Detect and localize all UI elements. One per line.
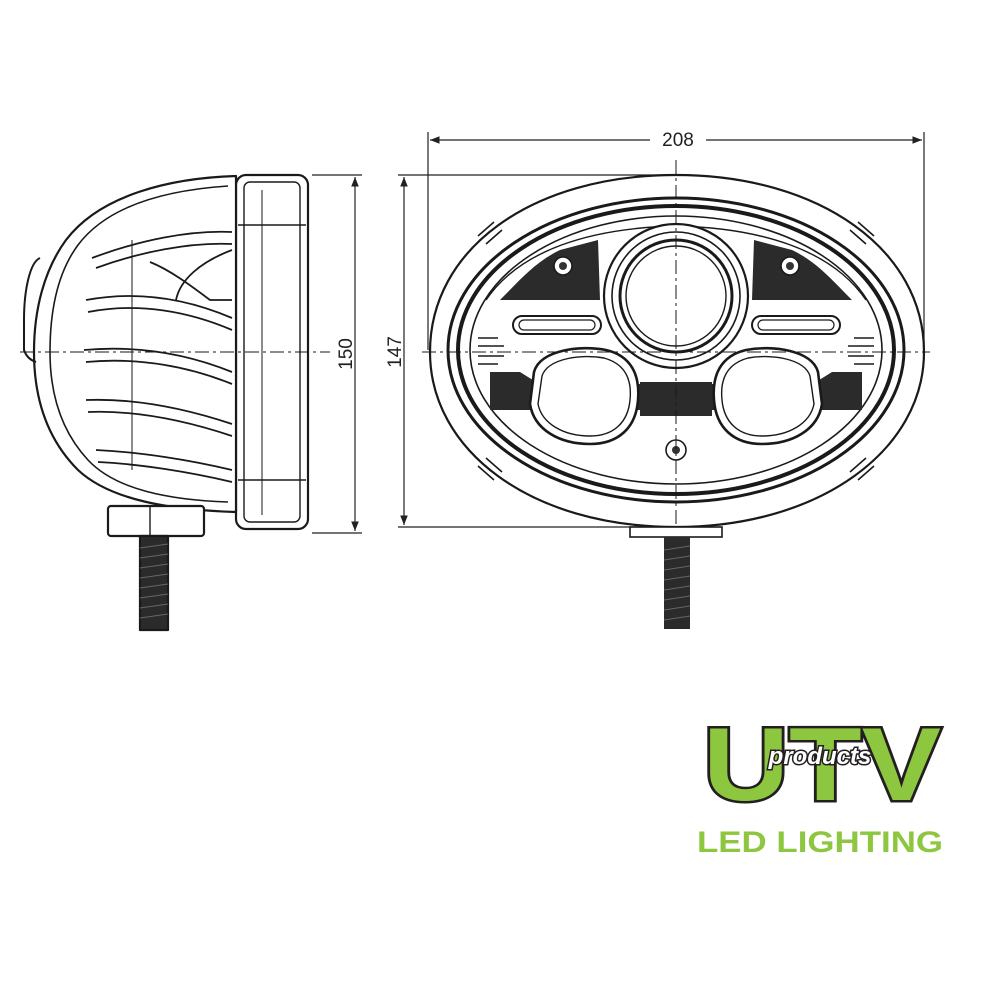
logo-tagline: LED LIGHTING bbox=[697, 826, 943, 859]
screws bbox=[553, 256, 800, 461]
drl-left bbox=[512, 315, 602, 335]
lower-lamp-left bbox=[528, 346, 640, 446]
dimension-side-height bbox=[312, 174, 362, 534]
logo-letters: UTV bbox=[703, 707, 941, 823]
lower-lamp-right bbox=[712, 346, 824, 446]
front-mount bbox=[629, 526, 723, 538]
side-housing bbox=[32, 174, 238, 514]
lens-ticks bbox=[478, 337, 874, 365]
upper-reflector bbox=[500, 240, 600, 300]
dimension-front-height bbox=[398, 174, 680, 528]
side-view bbox=[20, 173, 330, 632]
side-height-label: 150 bbox=[336, 338, 357, 370]
front-height-label: 147 bbox=[385, 336, 406, 368]
front-bolt bbox=[664, 537, 690, 629]
drl-right bbox=[751, 315, 841, 335]
utv-logo: UTV products LED LIGHTING bbox=[697, 705, 944, 860]
dimension-width bbox=[427, 132, 925, 350]
width-label: 208 bbox=[662, 130, 694, 151]
cooling-fins bbox=[83, 230, 233, 483]
logo-products: products bbox=[768, 743, 872, 770]
front-view bbox=[422, 160, 930, 629]
side-mount-block bbox=[106, 504, 206, 538]
